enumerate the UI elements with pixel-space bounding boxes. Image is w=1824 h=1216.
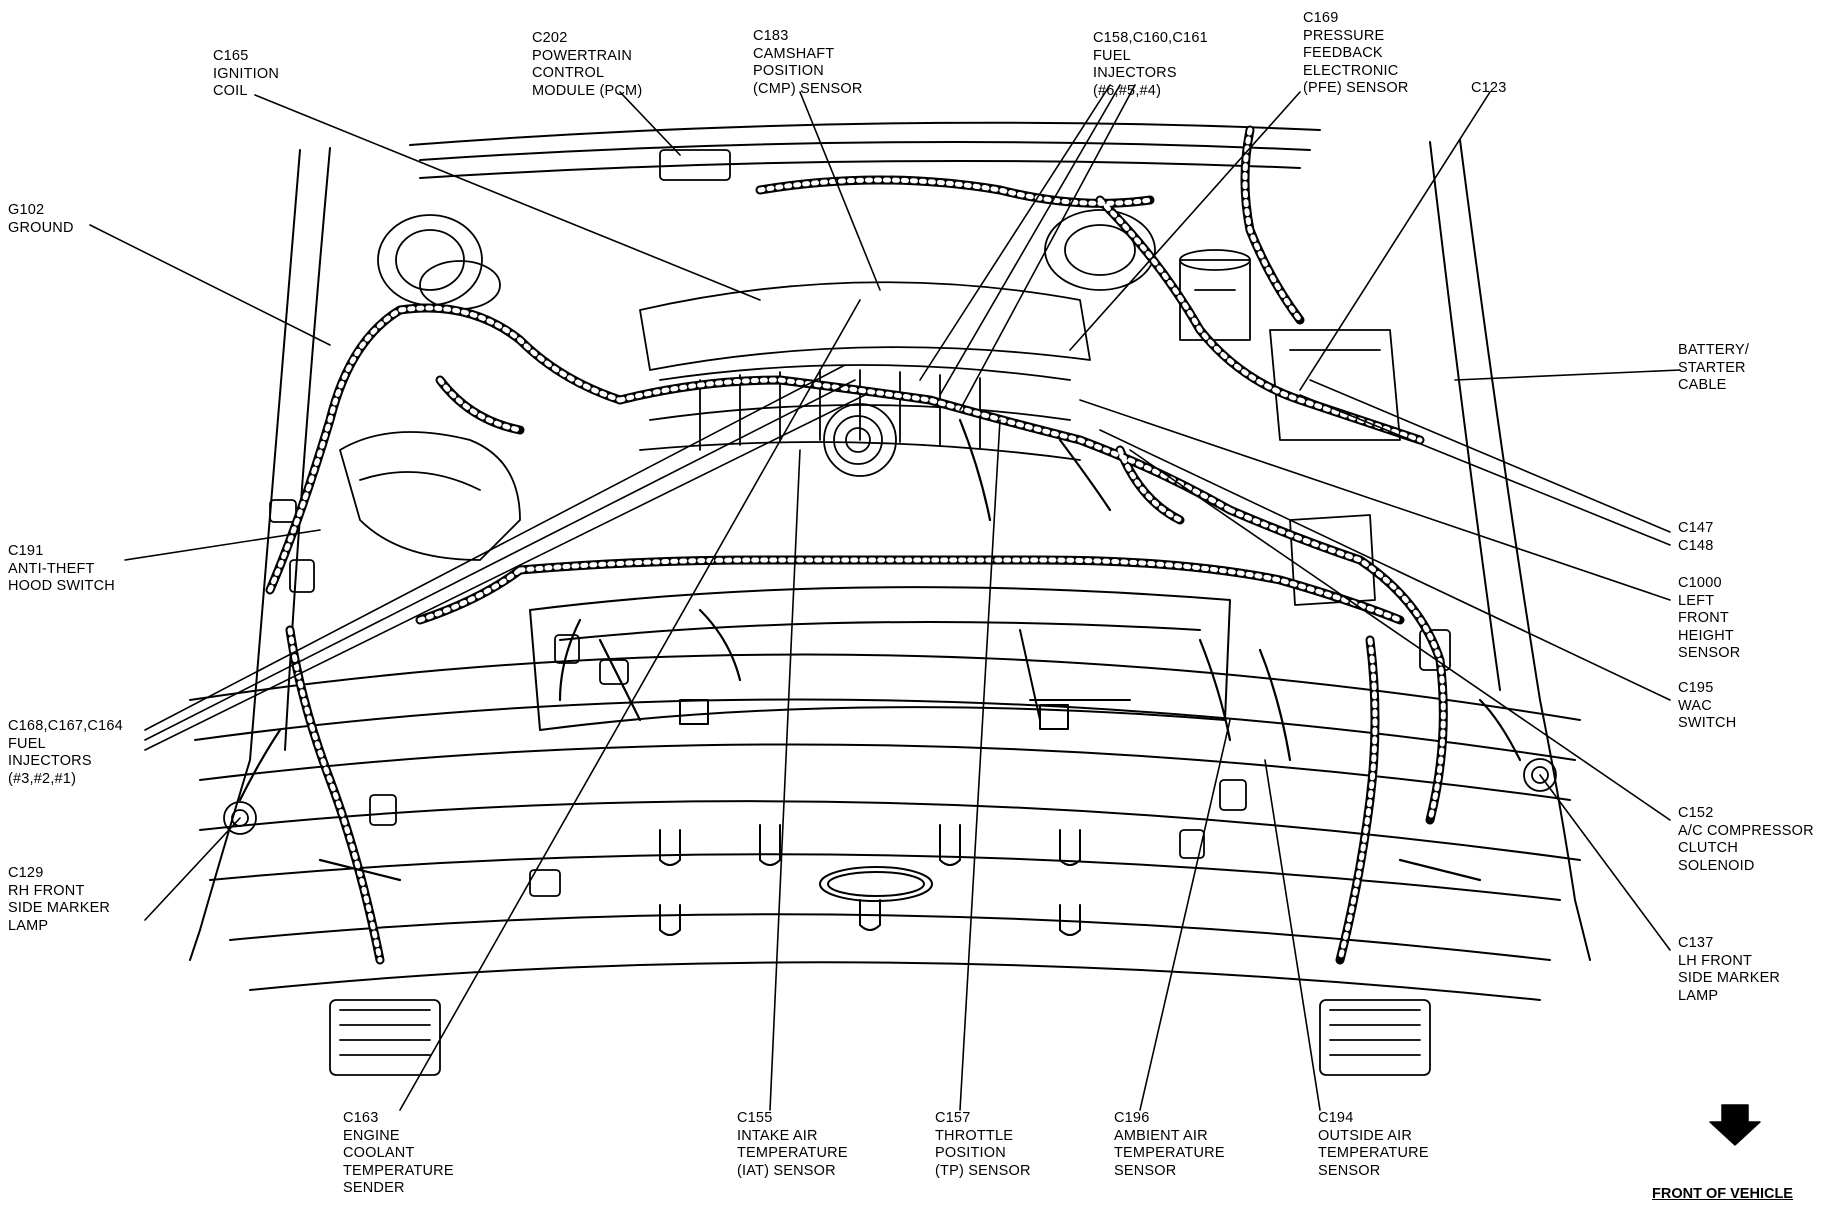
- callout-c196: C196 AMBIENT AIR TEMPERATURE SENSOR: [1114, 1110, 1225, 1179]
- callout-c147: C147: [1678, 520, 1714, 536]
- callout-c137: C137 LH FRONT SIDE MARKER LAMP: [1678, 935, 1781, 1004]
- callout-c163: C163 ENGINE COOLANT TEMPERATURE SENDER: [343, 1110, 454, 1196]
- callout-c169: C169 PRESSURE FEEDBACK ELECTRONIC (PFE) …: [1303, 10, 1409, 96]
- callout-c183: C183 CAMSHAFT POSITION (CMP) SENSOR: [753, 28, 863, 97]
- callout-c155: C155 INTAKE AIR TEMPERATURE (IAT) SENSOR: [737, 1110, 848, 1179]
- callout-battery-starter-cable: BATTERY/ STARTER CABLE: [1678, 342, 1750, 393]
- callout-c191: C191 ANTI-THEFT HOOD SWITCH: [8, 543, 115, 594]
- front-arrow-icon: [1709, 1104, 1761, 1146]
- callout-c158-c160-c161: C158,C160,C161 FUEL INJECTORS (#6,#5,#4): [1093, 30, 1208, 99]
- callout-c194: C194 OUTSIDE AIR TEMPERATURE SENSOR: [1318, 1110, 1429, 1179]
- leader-lines: [89, 84, 1681, 1111]
- callout-c157: C157 THROTTLE POSITION (TP) SENSOR: [935, 1110, 1031, 1179]
- callout-c168-c167-c164: C168,C167,C164 FUEL INJECTORS (#3,#2,#1): [8, 718, 123, 787]
- callout-c152: C152 A/C COMPRESSOR CLUTCH SOLENOID: [1678, 805, 1814, 874]
- callout-c1000: C1000 LEFT FRONT HEIGHT SENSOR: [1678, 575, 1741, 661]
- callout-c202: C202 POWERTRAIN CONTROL MODULE (PCM): [532, 30, 643, 99]
- engine-components: [223, 149, 1557, 1076]
- callout-c129: C129 RH FRONT SIDE MARKER LAMP: [8, 865, 111, 934]
- front-of-vehicle-label: FRONT OF VEHICLE: [1652, 1186, 1793, 1202]
- callout-c148: C148: [1678, 538, 1714, 554]
- callout-c123: C123: [1471, 80, 1507, 96]
- callout-g102: G102 GROUND: [8, 202, 74, 236]
- callout-c195: C195 WAC SWITCH: [1678, 680, 1737, 731]
- callout-c165: C165 IGNITION COIL: [213, 48, 280, 99]
- wiring-harness: [238, 125, 1522, 965]
